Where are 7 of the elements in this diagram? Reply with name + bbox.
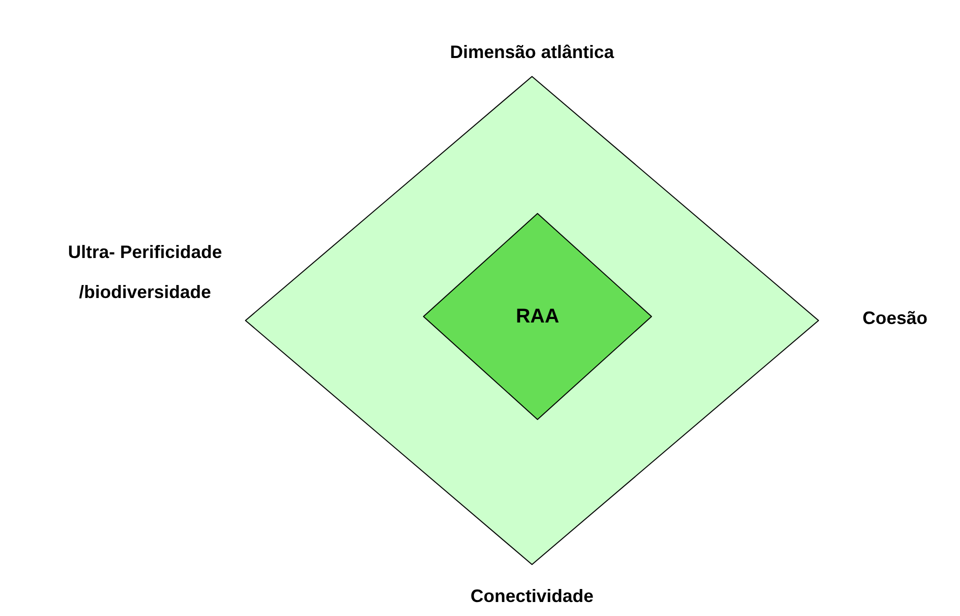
corner-label: Coesão (861, 307, 929, 330)
corner-label: Ultra- Perificidade /biodiversidade (66, 241, 224, 304)
diamond-shape (245, 76, 819, 565)
corner-label: Conectividade (469, 585, 595, 608)
corner-label: Dimensão atlântica (448, 41, 616, 64)
node-label: RAA (514, 305, 560, 328)
diamond-shape (423, 213, 652, 420)
